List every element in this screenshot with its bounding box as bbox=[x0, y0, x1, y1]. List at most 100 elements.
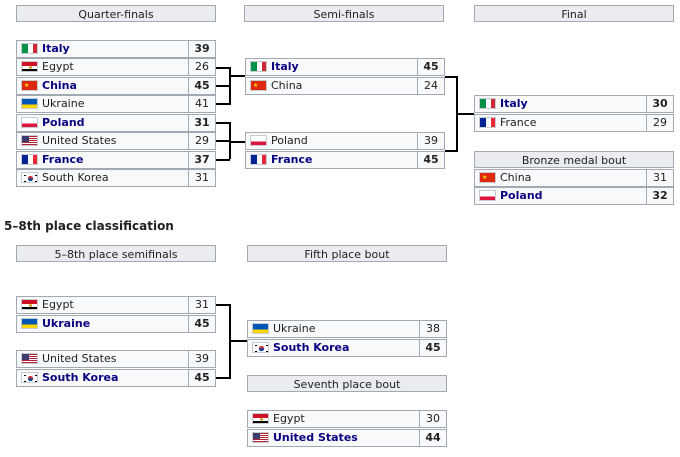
team-row-korea: South Korea 45 bbox=[16, 369, 216, 387]
france-flag-icon bbox=[21, 154, 38, 165]
team-score: 44 bbox=[419, 430, 446, 446]
header-fifth-place-bout: Fifth place bout bbox=[247, 245, 447, 262]
team-name[interactable]: Egypt bbox=[42, 298, 74, 311]
team-name[interactable]: South Korea bbox=[42, 371, 119, 384]
header-seventh-place-bout: Seventh place bout bbox=[247, 375, 447, 392]
usa-flag-icon bbox=[21, 135, 38, 146]
poland-flag-icon bbox=[21, 117, 38, 128]
team-name[interactable]: France bbox=[271, 153, 313, 166]
team-row-egypt: Egypt 26 bbox=[16, 58, 216, 76]
team-score: 26 bbox=[188, 59, 215, 75]
ukraine-flag-icon bbox=[252, 323, 269, 334]
team-name[interactable]: France bbox=[42, 153, 84, 166]
france-flag-icon bbox=[250, 154, 267, 165]
ukraine-flag-icon bbox=[21, 318, 38, 329]
egypt-flag-icon bbox=[21, 61, 38, 72]
bracket-connector bbox=[230, 141, 245, 143]
team-row-egypt: Egypt 31 bbox=[16, 296, 216, 314]
bracket-connector bbox=[216, 85, 230, 87]
team-name[interactable]: China bbox=[42, 79, 77, 92]
team-score: 45 bbox=[188, 370, 215, 386]
team-score: 37 bbox=[188, 152, 215, 168]
bracket-connector bbox=[216, 103, 230, 105]
team-row-china: ★ China 45 bbox=[16, 77, 216, 95]
team-score: 39 bbox=[188, 41, 215, 57]
bracket-connector bbox=[216, 67, 230, 69]
team-score: 30 bbox=[646, 96, 673, 112]
korea-flag-icon bbox=[21, 372, 38, 383]
team-row-china: ★ China 24 bbox=[245, 77, 445, 95]
italy-flag-icon bbox=[479, 98, 496, 109]
header-final: Final bbox=[474, 5, 674, 22]
team-score: 45 bbox=[419, 340, 446, 356]
team-name[interactable]: United States bbox=[273, 431, 358, 444]
team-name[interactable]: Italy bbox=[271, 60, 299, 73]
team-name[interactable]: Egypt bbox=[42, 60, 74, 73]
bracket-connector bbox=[445, 150, 457, 152]
svg-text:★: ★ bbox=[24, 82, 29, 89]
bracket-connector bbox=[216, 122, 230, 124]
china-flag-icon: ★ bbox=[479, 172, 496, 183]
bracket-connector bbox=[216, 140, 230, 142]
team-score: 31 bbox=[188, 297, 215, 313]
korea-flag-icon bbox=[252, 342, 269, 353]
team-name[interactable]: China bbox=[500, 171, 532, 184]
team-name[interactable]: Egypt bbox=[273, 412, 305, 425]
bracket-connector bbox=[229, 75, 231, 105]
team-name[interactable]: United States bbox=[42, 134, 117, 147]
team-score: 29 bbox=[188, 133, 215, 149]
bracket-connector bbox=[230, 75, 245, 77]
team-score: 29 bbox=[646, 115, 673, 131]
team-name[interactable]: Italy bbox=[500, 97, 528, 110]
team-score: 45 bbox=[188, 78, 215, 94]
header-5-8-semifinals: 5–8th place semifinals bbox=[16, 245, 216, 262]
team-name[interactable]: United States bbox=[42, 352, 117, 365]
italy-flag-icon bbox=[250, 61, 267, 72]
svg-text:★: ★ bbox=[253, 82, 258, 89]
team-row-italy: Italy 39 bbox=[16, 40, 216, 58]
team-name[interactable]: France bbox=[500, 116, 537, 129]
bracket-connector bbox=[216, 159, 230, 161]
team-row-usa: United States 44 bbox=[247, 429, 447, 447]
team-name[interactable]: Poland bbox=[42, 116, 85, 129]
poland-flag-icon bbox=[479, 190, 496, 201]
ukraine-flag-icon bbox=[21, 98, 38, 109]
header-quarter-finals: Quarter-finals bbox=[16, 5, 216, 22]
team-score: 38 bbox=[419, 321, 446, 337]
team-name[interactable]: Ukraine bbox=[42, 317, 91, 330]
team-name[interactable]: South Korea bbox=[273, 341, 350, 354]
section-title: 5–8th place classification bbox=[4, 219, 174, 233]
bracket-connector bbox=[457, 113, 474, 115]
team-score: 24 bbox=[417, 78, 444, 94]
usa-flag-icon bbox=[252, 432, 269, 443]
team-name[interactable]: Poland bbox=[271, 134, 308, 147]
header-bronze-medal-bout: Bronze medal bout bbox=[474, 151, 674, 168]
china-flag-icon: ★ bbox=[21, 80, 38, 91]
team-row-usa: United States 29 bbox=[16, 132, 216, 150]
team-name[interactable]: Ukraine bbox=[42, 97, 85, 110]
team-row-ukraine: Ukraine 41 bbox=[16, 95, 216, 113]
team-row-korea: South Korea 45 bbox=[247, 339, 447, 357]
usa-flag-icon bbox=[21, 353, 38, 364]
team-score: 39 bbox=[188, 351, 215, 367]
team-name[interactable]: China bbox=[271, 79, 303, 92]
team-row-italy: Italy 30 bbox=[474, 95, 674, 113]
team-name[interactable]: Italy bbox=[42, 42, 70, 55]
bracket-connector bbox=[216, 377, 230, 379]
egypt-flag-icon bbox=[252, 413, 269, 424]
bracket-connector bbox=[229, 122, 231, 159]
egypt-flag-icon bbox=[21, 299, 38, 310]
team-name[interactable]: Poland bbox=[500, 189, 543, 202]
team-name[interactable]: South Korea bbox=[42, 171, 109, 184]
team-name[interactable]: Ukraine bbox=[273, 322, 316, 335]
team-score: 41 bbox=[188, 96, 215, 112]
korea-flag-icon bbox=[21, 172, 38, 183]
